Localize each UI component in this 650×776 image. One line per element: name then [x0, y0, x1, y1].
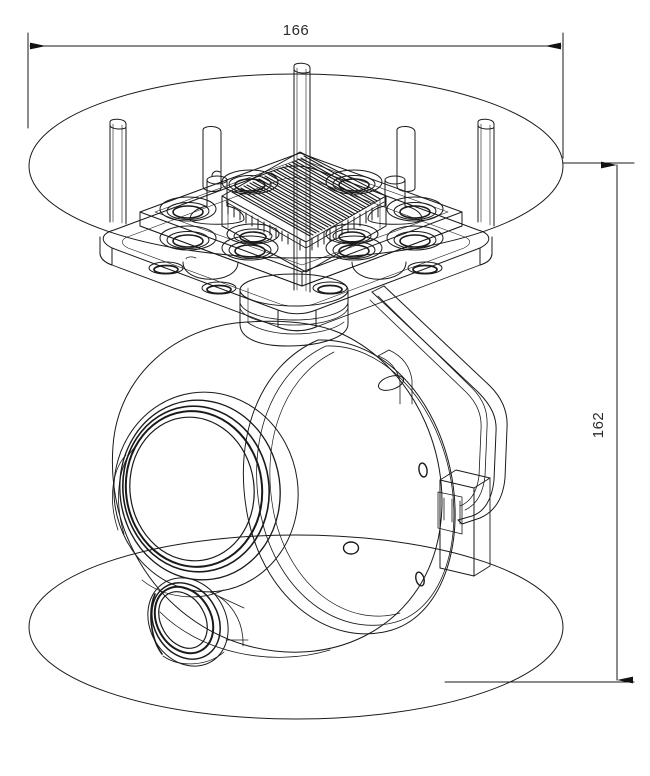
post-inner-left — [202, 126, 222, 192]
lower-mounting-plate — [99, 165, 493, 332]
bottom-envelope-ellipse — [28, 534, 564, 720]
damper-5 — [386, 196, 444, 222]
ball-hole-1 — [418, 462, 428, 478]
post-right — [477, 118, 495, 227]
yaw-motor-housing — [239, 273, 349, 347]
finned-heatsink — [221, 151, 387, 273]
side-connector-port — [437, 469, 491, 577]
main-camera-lens — [112, 391, 299, 598]
ball-hole-2 — [342, 541, 360, 555]
top-envelope-ellipse — [28, 73, 564, 259]
dimension-label-width: 166 — [283, 22, 310, 39]
damper-8 — [325, 235, 383, 261]
dimension-label-height: 162 — [590, 412, 607, 439]
damper-6 — [386, 225, 444, 251]
damper-cup-left — [182, 261, 239, 280]
dimension-height-162 — [444, 161, 635, 684]
damper-2 — [159, 225, 217, 251]
yaw-arm — [369, 285, 508, 577]
post-inner-right — [396, 126, 416, 192]
damper-cup-right — [351, 261, 407, 280]
ball-hole-3 — [415, 571, 425, 587]
camera-ball-housing — [111, 320, 456, 658]
post-left — [109, 118, 127, 225]
plate-slot-group — [148, 223, 443, 295]
damper-3 — [221, 169, 279, 195]
secondary-camera-lens — [147, 577, 249, 667]
dimension-width-166 — [27, 32, 564, 159]
damper-1 — [159, 196, 217, 222]
